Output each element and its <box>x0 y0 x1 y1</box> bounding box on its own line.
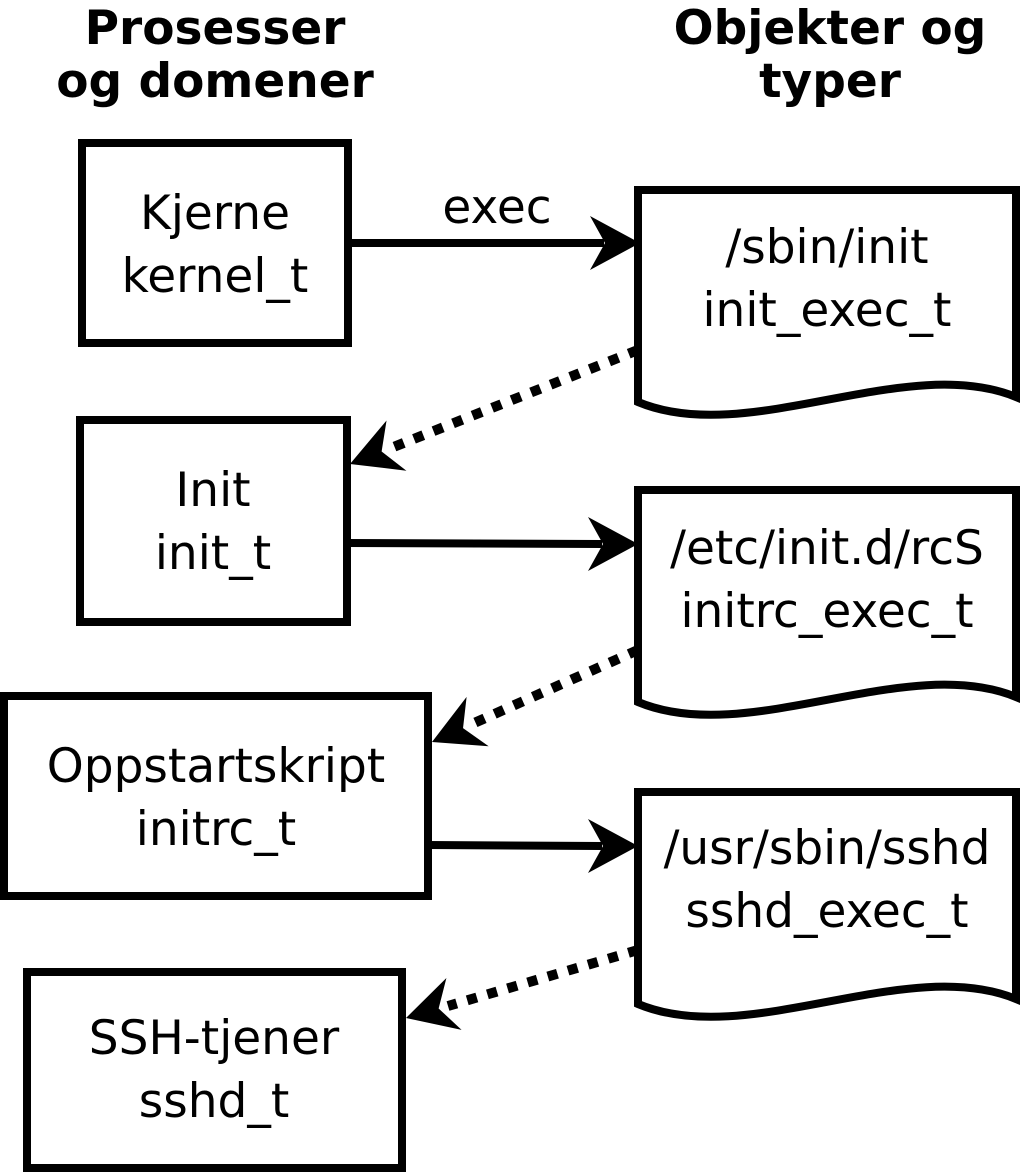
process-name-kernel: Kjerne <box>140 186 290 241</box>
left-column-header-line2: og domener <box>56 54 374 109</box>
transition-line-2 <box>469 645 641 729</box>
exec-edge-label: exec <box>442 180 551 235</box>
object-path-initrc-exec: /etc/init.d/rcS <box>670 521 984 576</box>
exec-arrowhead-1 <box>590 216 640 270</box>
document-shape-initrc-exec <box>634 486 1020 719</box>
process-type-kernel: kernel_t <box>122 249 309 304</box>
right-column-header-line2: typer <box>759 54 902 109</box>
process-box-init <box>76 416 351 626</box>
process-node-sshd: SSH-tjener sshd_t <box>23 968 406 1172</box>
object-path-sshd-exec: /usr/sbin/sshd <box>664 821 991 876</box>
exec-arrowhead-2 <box>588 517 638 571</box>
process-box-kernel <box>78 139 352 347</box>
exec-arrow-line-2 <box>346 539 603 548</box>
object-node-initrc-exec: /etc/init.d/rcS initrc_exec_t <box>634 486 1020 719</box>
object-type-init-exec: init_exec_t <box>703 283 952 338</box>
process-node-kernel: Kjerne kernel_t <box>78 139 352 347</box>
process-node-initrc: Oppstartskript initrc_t <box>0 692 432 900</box>
process-box-sshd <box>23 968 406 1172</box>
document-shape-sshd-exec <box>634 788 1020 1021</box>
exec-arrow-initrc-to-sshd-exec <box>427 819 638 873</box>
object-type-sshd-exec: sshd_exec_t <box>685 884 968 939</box>
process-name-init: Init <box>175 463 250 518</box>
object-node-init-exec: /sbin/init init_exec_t <box>634 186 1020 419</box>
process-box-initrc <box>0 692 432 900</box>
exec-arrowhead-3 <box>588 819 638 873</box>
object-node-sshd-exec: /usr/sbin/sshd sshd_exec_t <box>634 788 1020 1021</box>
transition-line-3 <box>446 945 640 1011</box>
process-type-initrc: initrc_t <box>136 802 296 857</box>
exec-arrow-kernel-to-init-exec: exec <box>348 180 640 270</box>
left-column-header-line1: Prosesser <box>85 1 347 56</box>
document-shape-init-exec <box>634 186 1020 419</box>
object-type-initrc-exec: initrc_exec_t <box>680 584 973 639</box>
transition-arrowhead-1 <box>350 420 407 471</box>
process-type-init: init_t <box>155 526 271 581</box>
process-name-initrc: Oppstartskript <box>47 739 385 794</box>
object-path-init-exec: /sbin/init <box>725 220 928 275</box>
transition-arrow-sshd-exec-to-sshd <box>406 945 640 1030</box>
process-name-sshd: SSH-tjener <box>89 1011 340 1066</box>
transition-line-1 <box>389 345 640 453</box>
transition-arrowhead-2 <box>432 696 489 747</box>
exec-arrow-line-3 <box>427 841 603 850</box>
right-column-header-line1: Objekter og <box>674 1 987 56</box>
exec-arrow-init-to-initrc-exec <box>346 517 638 571</box>
process-type-sshd: sshd_t <box>139 1074 290 1129</box>
transition-arrowhead-3 <box>406 978 462 1030</box>
transition-arrow-init-exec-to-init <box>350 345 640 471</box>
transition-arrow-initrc-exec-to-initrc <box>432 645 641 747</box>
process-node-init: Init init_t <box>76 416 351 626</box>
column-headers: Prosesser og domener Objekter og typer <box>56 1 986 109</box>
